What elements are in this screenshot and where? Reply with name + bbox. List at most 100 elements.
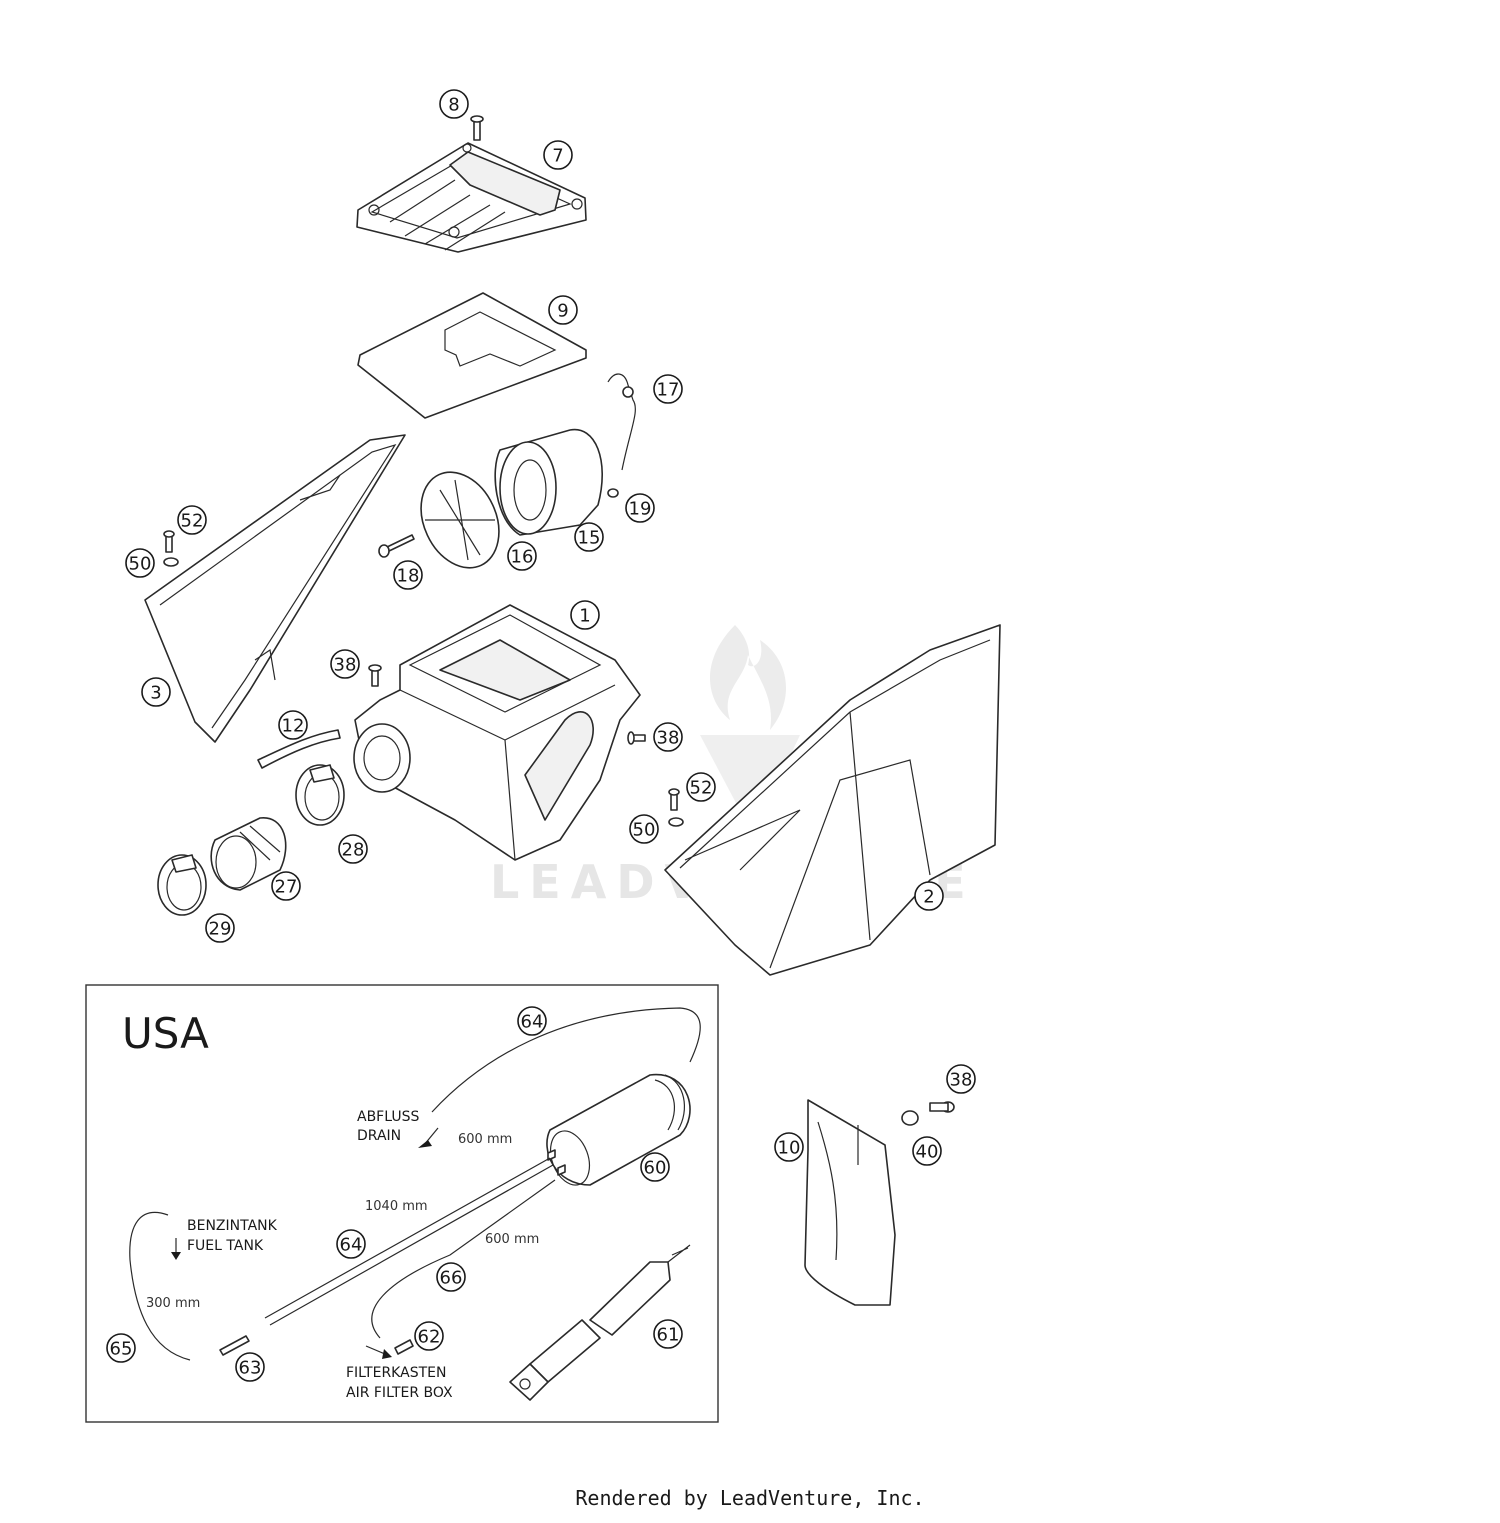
callout-3: 3 (141, 677, 171, 707)
callout-number: 10 (778, 1138, 801, 1159)
callout-16: 16 (507, 541, 537, 571)
callout-number: 28 (342, 840, 365, 861)
fuel-tank-label-en: FUEL TANK (187, 1238, 264, 1254)
callout-circle (640, 1152, 670, 1182)
part-38-bolt-upper (368, 664, 382, 687)
callout-circle (336, 1229, 366, 1259)
part-17-wire-clip (607, 373, 636, 471)
callout-50: 50 (629, 814, 659, 844)
callout-circle (235, 1352, 265, 1382)
part-18-bolt (378, 534, 415, 558)
part-38-bolt-right (627, 731, 646, 745)
callout-number: 9 (557, 301, 568, 322)
callout-circle (414, 1321, 444, 1351)
callout-number: 18 (397, 566, 420, 587)
part-15-air-filter (494, 428, 603, 536)
part-2-right-side-cover (664, 624, 1001, 976)
callout-number: 15 (578, 528, 601, 549)
part-10-mud-flap (804, 1099, 896, 1306)
callout-circle (686, 772, 716, 802)
part-62-fitting (394, 1339, 414, 1355)
part-16-filter-cage (420, 471, 500, 569)
footer-credit: Rendered by LeadVenture, Inc. (575, 1486, 925, 1510)
callout-number: 38 (950, 1070, 973, 1091)
callout-number: 19 (629, 499, 652, 520)
callout-number: 52 (181, 511, 204, 532)
length-300: 300 mm (146, 1296, 200, 1311)
callout-65: 65 (106, 1333, 136, 1363)
length-600-top: 600 mm (458, 1132, 512, 1147)
part-28-clamp (295, 764, 345, 826)
callout-15: 15 (574, 522, 604, 552)
callout-number: 12 (282, 716, 305, 737)
part-29-clamp (157, 854, 207, 916)
callout-circle (330, 649, 360, 679)
callout-number: 1 (579, 606, 590, 627)
drain-arrowhead-icon (418, 1140, 432, 1148)
part-27-intake-boot (210, 817, 287, 891)
callout-64: 64 (336, 1229, 366, 1259)
callout-50: 50 (125, 548, 155, 578)
part-66-hose (371, 1179, 556, 1339)
part-61-valve (509, 1244, 691, 1401)
callout-29: 29 (205, 913, 235, 943)
callout-61: 61 (653, 1319, 683, 1349)
fuel-tank-arrowhead-icon (171, 1252, 181, 1260)
callout-52: 52 (686, 772, 716, 802)
callout-38: 38 (653, 722, 683, 752)
callout-64: 64 (517, 1006, 547, 1036)
callout-62: 62 (414, 1321, 444, 1351)
callout-number: 63 (239, 1358, 262, 1379)
callout-12: 12 (278, 710, 308, 740)
callout-number: 38 (657, 728, 680, 749)
usa-inset: USA (85, 984, 719, 1423)
part-7-airbox-lid (356, 142, 587, 253)
part-64-upper-hose (431, 1007, 701, 1113)
fuel-tank-label-de: BENZINTANK (187, 1218, 278, 1234)
callout-circle (574, 522, 604, 552)
callout-number: 40 (916, 1142, 939, 1163)
callout-63: 63 (235, 1352, 265, 1382)
part-38-40-flap-bolt-washer (901, 1101, 955, 1126)
callout-27: 27 (271, 871, 301, 901)
callout-60: 60 (640, 1152, 670, 1182)
callout-number: 64 (521, 1012, 544, 1033)
filter-box-label-de: FILTERKASTEN (346, 1365, 446, 1381)
callout-circle (271, 871, 301, 901)
callout-circle (507, 541, 537, 571)
callout-circle (653, 722, 683, 752)
callout-number: 60 (644, 1158, 667, 1179)
callout-38: 38 (330, 649, 360, 679)
filter-box-arrow-icon (365, 1345, 386, 1355)
part-1-airbox (353, 604, 641, 861)
callout-circle (653, 374, 683, 404)
callout-number: 65 (110, 1339, 133, 1360)
callout-52: 52 (177, 505, 207, 535)
callout-circle (439, 89, 469, 119)
part-65-hose (129, 1211, 191, 1361)
callout-circle (543, 140, 573, 170)
callout-7: 7 (543, 140, 573, 170)
callout-circle (946, 1064, 976, 1094)
callout-number: 62 (418, 1327, 441, 1348)
callout-circle (629, 814, 659, 844)
callout-number: 38 (334, 655, 357, 676)
part-63-fitting (219, 1335, 250, 1356)
callout-number: 8 (448, 95, 459, 116)
watermark-v-icon (700, 735, 800, 820)
part-60-canister (546, 1074, 691, 1186)
callout-1: 1 (570, 600, 600, 630)
callout-circle (570, 600, 600, 630)
callout-circle (625, 493, 655, 523)
callout-number: 27 (275, 877, 298, 898)
callout-circle (774, 1132, 804, 1162)
part-64-lower-hose (264, 1157, 554, 1326)
callout-number: 50 (633, 820, 656, 841)
callout-circle (517, 1006, 547, 1036)
callout-number: 17 (657, 380, 680, 401)
callout-circle (141, 677, 171, 707)
callout-number: 61 (657, 1325, 680, 1346)
callout-circle (205, 913, 235, 943)
callout-circle (125, 548, 155, 578)
callout-17: 17 (653, 374, 683, 404)
